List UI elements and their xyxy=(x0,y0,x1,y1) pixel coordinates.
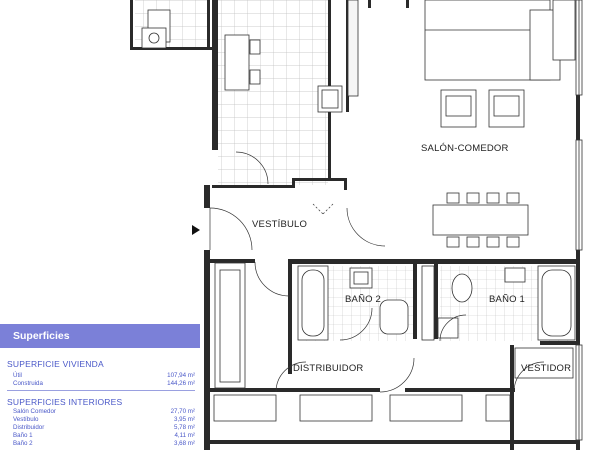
legend-interiores-heading: SUPERFICIES INTERIORES xyxy=(7,397,123,407)
legend-row-value: 3,68 m² xyxy=(174,440,195,447)
legend-row-value: 5,78 m² xyxy=(174,424,195,431)
legend-row-value: 27,70 m² xyxy=(170,408,195,415)
label-bano-1: BAÑO 1 xyxy=(489,294,525,305)
legend-row-value: 3,95 m² xyxy=(174,416,195,423)
legend-row-value: 4,11 m² xyxy=(174,432,195,439)
label-bano-2: BAÑO 2 xyxy=(345,294,381,305)
label-distribuidor: DISTRIBUIDOR xyxy=(293,363,364,374)
legend-row: Distribuidor 5,78 m² xyxy=(13,424,195,431)
legend-row-value: 107,94 m² xyxy=(167,372,195,379)
legend-row: Vestíbulo 3,95 m² xyxy=(13,416,195,423)
legend-row-value: 144,26 m² xyxy=(167,380,195,387)
legend-row-label: Salón Comedor xyxy=(13,408,56,415)
entry-arrow-icon xyxy=(192,225,200,235)
legend-row-label: Distribuidor xyxy=(13,424,45,431)
kitchen-floor xyxy=(218,0,328,185)
legend-row: Baño 2 3,68 m² xyxy=(13,440,195,447)
label-vestidor: VESTIDOR xyxy=(521,363,571,374)
legend-row-label: Baño 1 xyxy=(13,432,33,439)
door-swings xyxy=(209,151,545,393)
bathroom-fixtures xyxy=(297,265,576,341)
legend-row-label: Baño 2 xyxy=(13,440,33,447)
legend-row: Baño 1 4,11 m² xyxy=(13,432,195,439)
legend-row-label: Útil xyxy=(13,372,22,379)
room-labels: SALÓN-COMEDOR VESTÍBULO BAÑO 2 BAÑO 1 DI… xyxy=(252,143,571,374)
wardrobes xyxy=(213,262,574,422)
legend-row: Construida 144,26 m² xyxy=(13,380,195,387)
kitchen-fixtures xyxy=(141,0,359,113)
legend-vivienda-heading: SUPERFICIE VIVIENDA xyxy=(7,359,104,369)
surfaces-legend: Superficies SUPERFICIE VIVIENDA Útil 107… xyxy=(0,324,200,450)
legend-title: Superficies xyxy=(0,324,200,348)
legend-divider xyxy=(7,390,195,391)
label-salon-comedor: SALÓN-COMEDOR xyxy=(421,143,509,154)
living-furniture xyxy=(424,0,576,248)
legend-row-label: Construida xyxy=(13,380,43,387)
legend-row: Salón Comedor 27,70 m² xyxy=(13,408,195,415)
legend-row-label: Vestíbulo xyxy=(13,416,39,423)
legend-row: Útil 107,94 m² xyxy=(13,372,195,379)
windows xyxy=(575,0,583,441)
label-vestibulo: VESTÍBULO xyxy=(252,219,307,230)
